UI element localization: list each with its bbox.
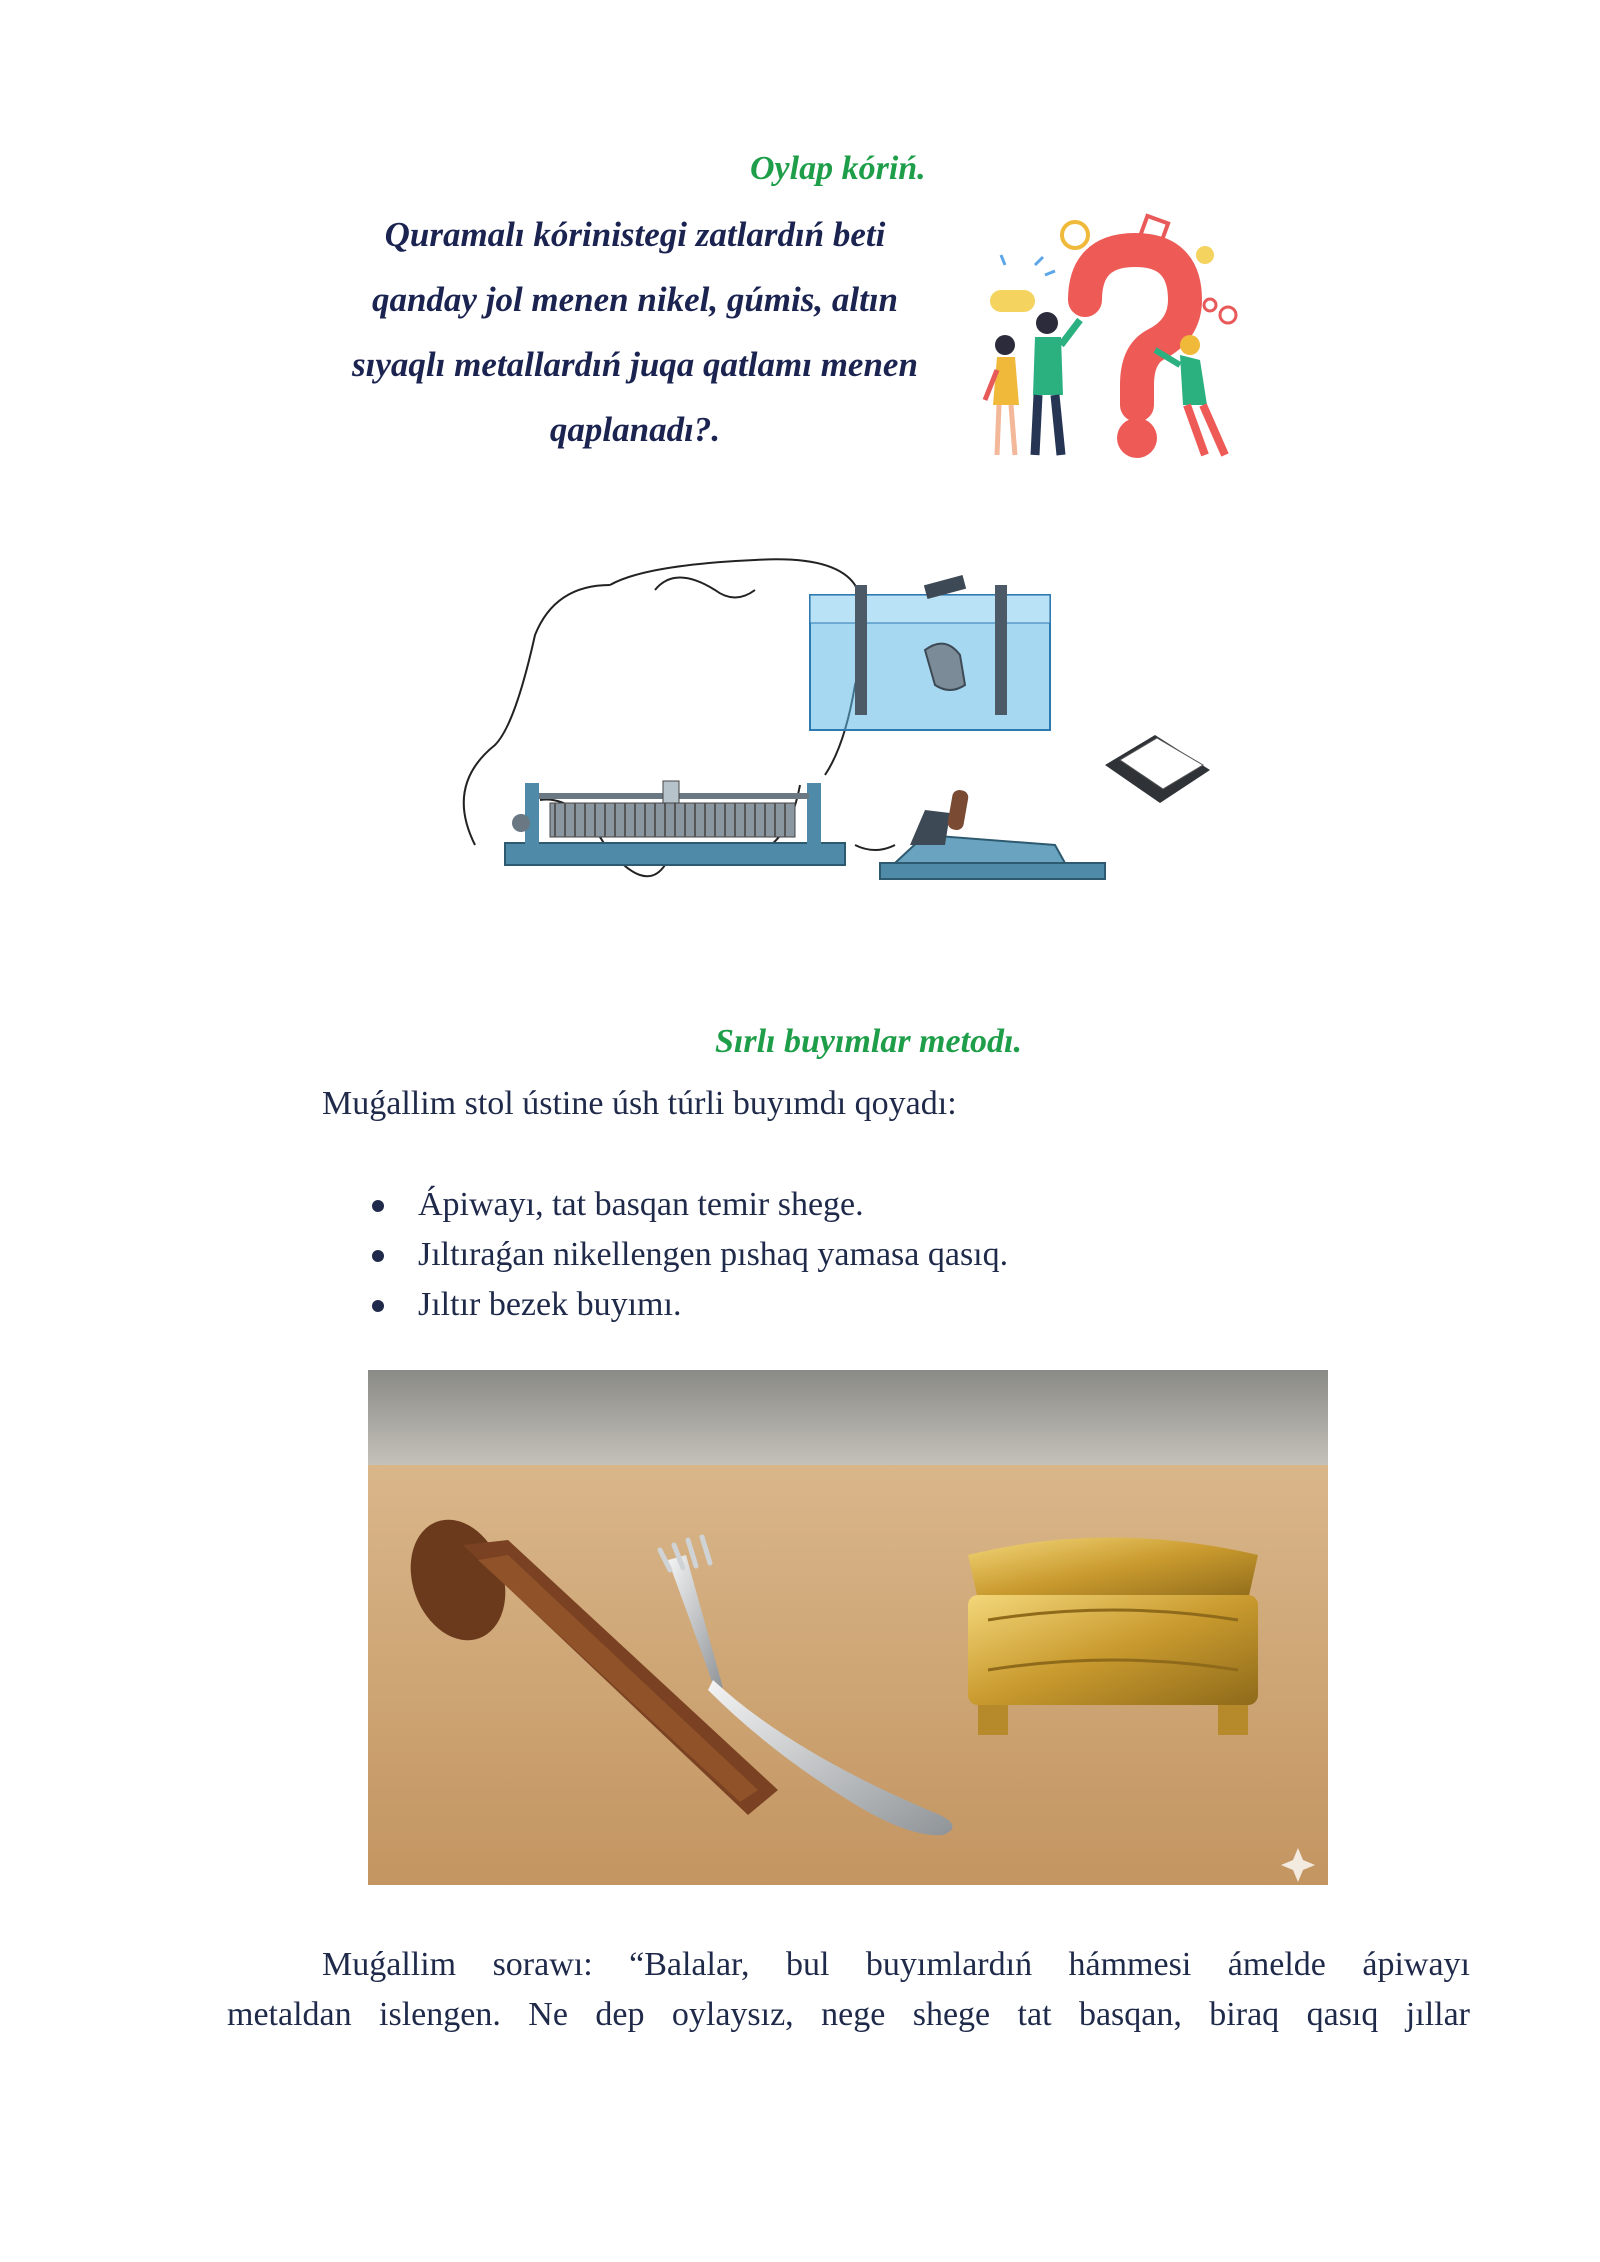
think-line: qaplanadı?. xyxy=(549,410,721,449)
think-question: Quramalı kórinistegi zatlardıń beti qand… xyxy=(300,205,970,465)
list-item: Ápiwayı, tat basqan temir shege. xyxy=(366,1180,1008,1230)
list-item: Jıltıraǵan nikellengen pıshaq yamasa qas… xyxy=(366,1230,1008,1280)
think-heading: Oylap kóriń. xyxy=(750,150,926,187)
electroplating-apparatus-illustration xyxy=(462,558,1210,880)
think-line: qanday jol menen nikel, gúmis, altın xyxy=(371,280,899,319)
question-line-1: Muǵallim sorawı: “Balalar, bul buyımlard… xyxy=(322,1946,1470,1983)
think-line: Quramalı kórinistegi zatlardıń beti xyxy=(384,215,886,254)
objects-photo xyxy=(368,1370,1328,1885)
method-heading: Sırlı buyımlar metodı. xyxy=(715,1023,1022,1060)
question-line-2: metaldan islengen. Ne dep oylaysız, nege… xyxy=(227,1996,1470,2033)
think-line: sıyaqlı metallardıń juqa qatlamı menen xyxy=(352,345,918,384)
list-item: Jıltır bezek buyımı. xyxy=(366,1280,1008,1330)
method-items-list: Ápiwayı, tat basqan temir shege. Jıltıra… xyxy=(366,1180,1008,1330)
question-people-illustration xyxy=(982,213,1238,458)
method-intro: Muǵallim stol ústine úsh túrli buyımdı q… xyxy=(322,1085,957,1122)
